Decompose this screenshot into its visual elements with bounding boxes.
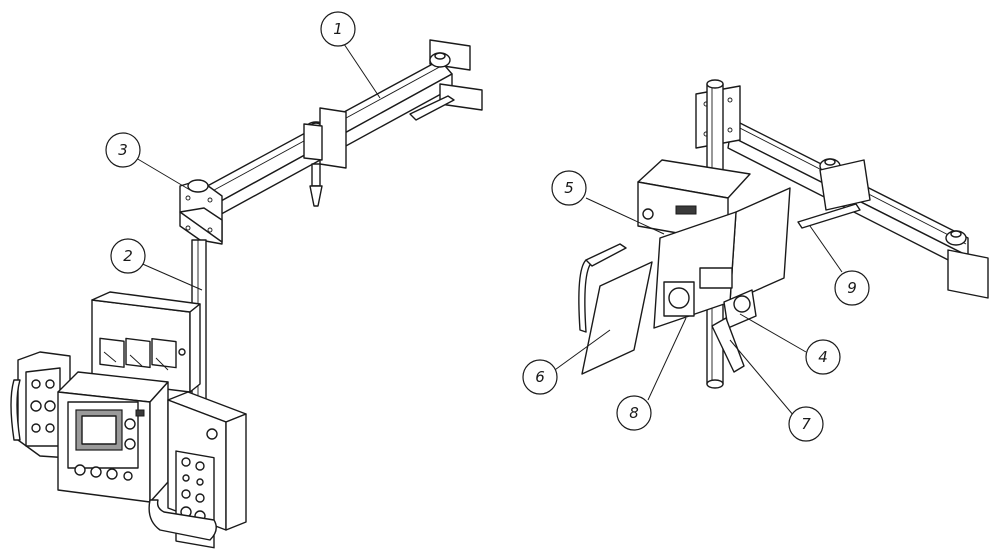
- callout-9: 9: [834, 270, 870, 306]
- svg-text:1: 1: [333, 20, 343, 38]
- callout-4: 4: [805, 339, 841, 375]
- svg-text:5: 5: [564, 179, 574, 197]
- callout-8: 8: [616, 395, 652, 431]
- left-arm: [179, 39, 483, 245]
- callout-5: 5: [551, 170, 587, 206]
- svg-text:9: 9: [847, 279, 857, 297]
- callout-7: 7: [788, 406, 824, 442]
- right-assembly: [578, 79, 989, 389]
- left-assembly: [10, 39, 483, 549]
- svg-text:8: 8: [629, 404, 639, 422]
- leader-lines: [135, 43, 843, 417]
- callout-3: 3: [105, 132, 141, 168]
- svg-text:7: 7: [801, 415, 811, 433]
- main-display-box: [57, 371, 169, 503]
- front-plate: [578, 243, 653, 375]
- meter-box: [91, 291, 201, 393]
- callout-2: 2: [110, 238, 146, 274]
- svg-text:2: 2: [123, 247, 133, 265]
- callout-6: 6: [522, 359, 558, 395]
- right-control-panel: [148, 391, 247, 549]
- svg-text:3: 3: [118, 141, 128, 159]
- callout-1: 1: [320, 11, 356, 47]
- svg-text:4: 4: [818, 348, 828, 366]
- clamp-assembly: [663, 267, 757, 373]
- svg-text:6: 6: [535, 368, 545, 386]
